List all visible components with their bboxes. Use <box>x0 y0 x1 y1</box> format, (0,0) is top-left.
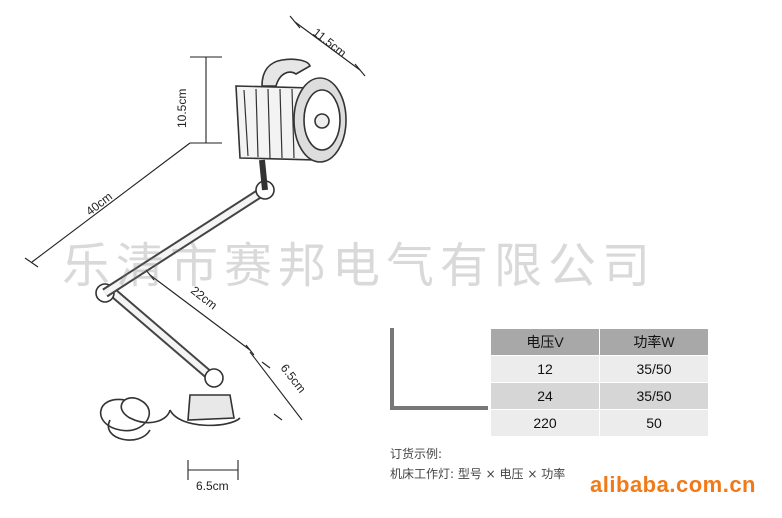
table-header-power: 功率W <box>599 328 709 356</box>
table-row: 12 35/50 <box>490 355 709 383</box>
table-cell: 35/50 <box>599 355 709 383</box>
table-row: 24 35/50 <box>490 382 709 410</box>
spec-table: 电压V 功率W 12 35/50 24 35/50 220 50 <box>490 328 709 437</box>
table-cell: 24 <box>490 382 600 410</box>
table-header-voltage: 电压V <box>490 328 600 356</box>
company-watermark: 乐清市赛邦电气有限公司 <box>62 238 657 294</box>
order-example-line: 机床工作灯: 型号 × 电压 × 功率 <box>390 467 566 481</box>
dim-base-width: 6.5cm <box>196 479 229 493</box>
table-row: 220 50 <box>490 409 709 437</box>
brand-watermark: alibaba.com.cn <box>590 472 756 497</box>
order-example: 订货示例: 机床工作灯: 型号 × 电压 × 功率 <box>390 444 565 484</box>
dim-base-height: 6.5cm <box>278 361 309 395</box>
dim-arm-upper: 40cm <box>83 189 115 218</box>
table-bracket <box>390 328 488 410</box>
table-cell: 35/50 <box>599 382 709 410</box>
table-cell: 50 <box>599 409 709 437</box>
dim-head-width: 11.5cm <box>310 25 349 60</box>
dim-head-height: 10.5cm <box>175 89 189 128</box>
order-example-title: 订货示例: <box>390 447 443 461</box>
table-cell: 12 <box>490 355 600 383</box>
dimension-lines <box>24 15 366 480</box>
table-cell: 220 <box>490 409 600 437</box>
lamp-illustration <box>95 58 347 441</box>
